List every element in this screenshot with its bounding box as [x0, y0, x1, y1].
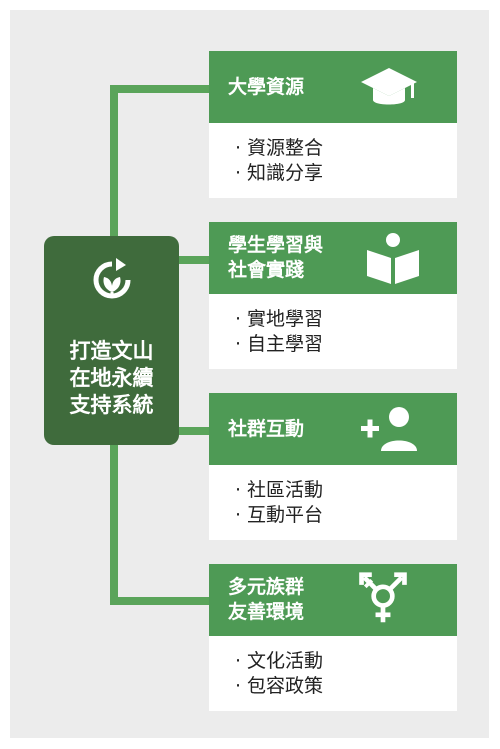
- list-item: 互動平台: [235, 503, 323, 528]
- recycle-leaf-icon: [93, 258, 131, 299]
- card-body-student-learning: 實地學習 自主學習: [209, 294, 457, 369]
- card-title: 多元族群 友善環境: [228, 564, 368, 636]
- center-title-line: 在地永續: [69, 366, 154, 390]
- connector-branch-4: [110, 597, 210, 605]
- card-title: 學生學習與 社會實踐: [228, 222, 368, 294]
- card-header-diverse-friendly: 多元族群 友善環境: [209, 564, 457, 636]
- connector-branch-3: [179, 427, 210, 435]
- graduation-cap-icon: [361, 68, 417, 105]
- connector-branch-1: [110, 85, 210, 93]
- card-header-university-resources: 大學資源: [209, 51, 457, 123]
- card-title: 社群互動: [228, 393, 368, 465]
- list-item: 知識分享: [235, 161, 323, 186]
- list-item: 包容政策: [235, 674, 323, 699]
- card-title: 大學資源: [228, 51, 368, 123]
- list-item: 資源整合: [235, 136, 323, 161]
- center-title-line: 支持系統: [69, 393, 154, 417]
- card-body-diverse-friendly: 文化活動 包容政策: [209, 636, 457, 711]
- gender-symbol-icon: [359, 572, 407, 623]
- card-title-line: 學生學習與: [228, 234, 324, 256]
- list-item: 自主學習: [235, 332, 323, 357]
- list-item: 社區活動: [235, 478, 323, 503]
- add-person-icon: [361, 407, 417, 451]
- center-box: 打造文山 在地永續 支持系統: [44, 236, 179, 445]
- card-body-community-interaction: 社區活動 互動平台: [209, 465, 457, 540]
- card-header-student-learning: 學生學習與 社會實踐: [209, 222, 457, 294]
- card-title-line: 社群互動: [228, 417, 305, 440]
- reading-person-icon: [367, 233, 419, 284]
- list-item: 實地學習: [235, 307, 323, 332]
- center-title-line: 打造文山: [69, 339, 154, 363]
- card-title-line: 友善環境: [228, 601, 305, 623]
- card-title-line: 社會實踐: [228, 259, 305, 281]
- center-title: 打造文山 在地永續 支持系統: [44, 338, 179, 419]
- connector-branch-2: [179, 256, 210, 264]
- list-item: 文化活動: [235, 649, 323, 674]
- connector-trunk-bottom: [110, 444, 118, 604]
- card-body-university-resources: 資源整合 知識分享: [209, 123, 457, 198]
- card-title-line: 多元族群: [228, 576, 305, 598]
- card-title-line: 大學資源: [228, 75, 305, 98]
- connector-trunk-top: [110, 89, 118, 237]
- card-header-community-interaction: 社群互動: [209, 393, 457, 465]
